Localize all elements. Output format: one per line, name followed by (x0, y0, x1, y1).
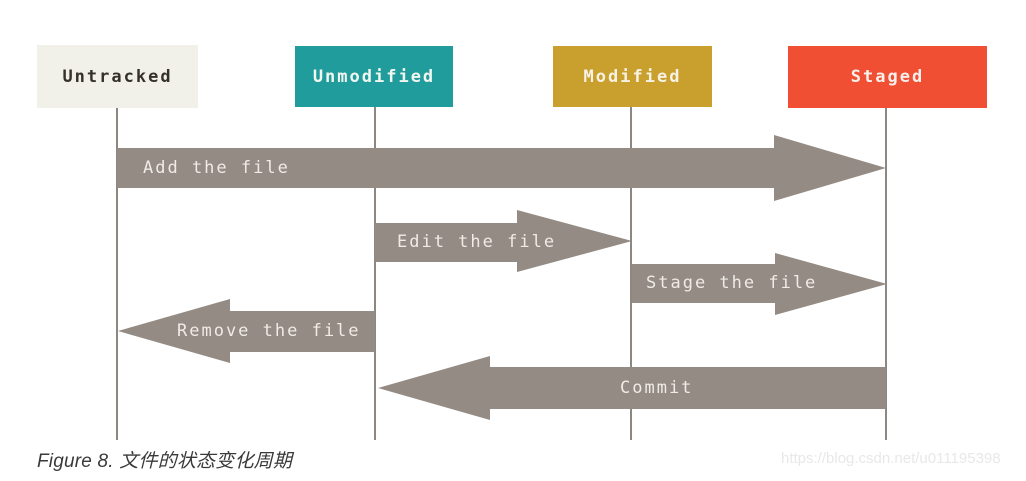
arrow-left-icon (378, 356, 490, 420)
transition-label-stage: Stage the file (646, 273, 818, 293)
state-box-unmodified: Unmodified (295, 46, 453, 107)
transition-label-add: Add the file (143, 158, 290, 178)
transition-edit-the-file (375, 223, 517, 262)
arrow-left-icon (118, 299, 230, 363)
state-box-untracked: Untracked (37, 45, 198, 108)
transition-stage-the-file (632, 264, 775, 303)
arrow-right-icon (774, 135, 886, 201)
watermark-text: https://blog.csdn.net/u011195398 (781, 450, 1001, 467)
state-label-staged: Staged (850, 67, 925, 87)
figure-caption: Figure 8. 文件的状态变化周期 (37, 451, 293, 472)
transition-remove-the-file (230, 311, 375, 352)
state-box-modified: Modified (553, 46, 712, 107)
state-label-unmodified: Unmodified (312, 66, 436, 87)
state-label-modified: Modified (583, 66, 682, 87)
state-label-untracked: Untracked (62, 66, 173, 87)
lifeline-modified (630, 107, 632, 440)
arrow-right-icon (517, 210, 632, 272)
transition-label-commit: Commit (620, 378, 694, 398)
transition-add-the-file (117, 148, 774, 188)
transition-label-remove: Remove the file (177, 321, 361, 341)
lifeline-unmodified (374, 107, 376, 440)
state-box-staged: Staged (788, 46, 987, 108)
lifeline-untracked (116, 107, 118, 440)
arrow-right-icon (775, 253, 887, 315)
transition-commit (490, 367, 886, 409)
transition-label-edit: Edit the file (397, 232, 557, 252)
